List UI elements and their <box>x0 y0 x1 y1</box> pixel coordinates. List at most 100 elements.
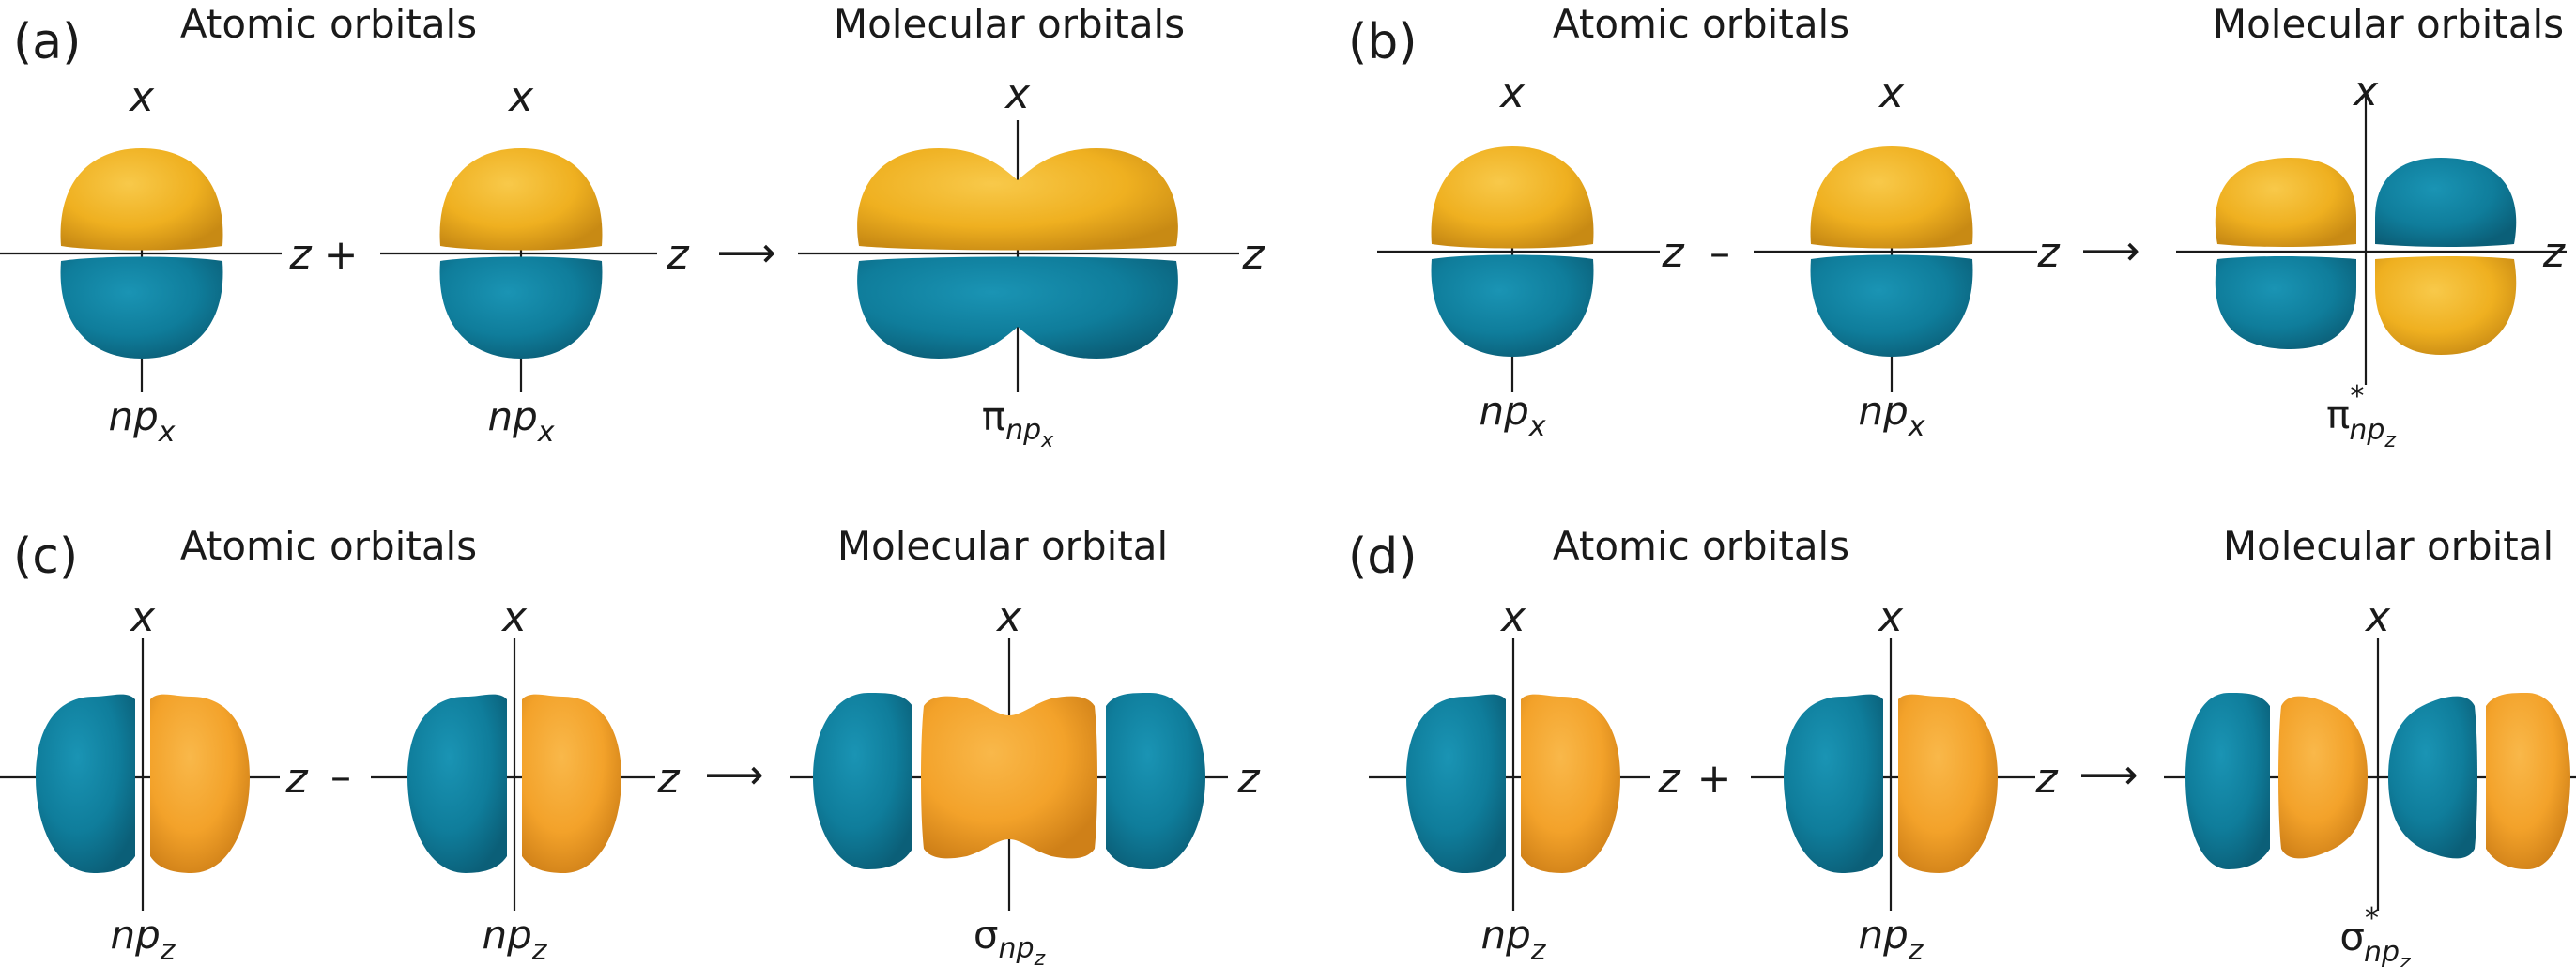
axis-x-label: x <box>995 593 1022 641</box>
ao2-label: npx <box>487 393 554 449</box>
mo-label: π*npz <box>2326 380 2396 453</box>
ao2-label: npz <box>1858 912 1924 967</box>
axis-z-label: z <box>284 755 308 803</box>
panel-b-operator: – <box>1710 229 1730 277</box>
panel-c-left-title: Atomic orbitals <box>180 523 477 569</box>
axis-x-label: x <box>128 73 155 121</box>
negative-lobe <box>1784 694 1883 873</box>
panel-a-ao1: x z npx <box>0 73 312 449</box>
panel-b-mo: x z π*npz <box>2176 68 2567 453</box>
bonding-positive-lobe <box>857 148 1178 251</box>
panel-b: (b) Atomic orbitals Molecular orbitals x… <box>1348 1 2567 453</box>
panel-a-ao2: x z npx <box>380 73 689 449</box>
lobe-3 <box>2388 696 2477 859</box>
lower-right-lobe <box>2375 256 2517 355</box>
positive-lobe <box>439 148 603 251</box>
panel-d-label: (d) <box>1348 529 1418 585</box>
axis-x-label: x <box>1877 593 1904 641</box>
panel-b-right-title: Molecular orbitals <box>2213 1 2564 47</box>
bonding-negative-lobe <box>857 256 1178 359</box>
panel-b-ao2: x z npx <box>1754 69 2060 443</box>
outer-left-lobe <box>813 693 912 869</box>
panel-a-arrow: ⟶ <box>716 229 775 277</box>
panel-c-label: (c) <box>13 529 78 585</box>
positive-lobe <box>1898 694 1998 873</box>
negative-lobe <box>439 256 603 359</box>
panel-a-right-title: Molecular orbitals <box>834 1 1185 47</box>
axis-x-label: x <box>500 593 528 641</box>
panel-a-mo: x z πnpx <box>798 70 1265 453</box>
mo-label: πnpx <box>982 393 1054 453</box>
central-bonding-lobe <box>921 696 1097 859</box>
panel-c-arrow: ⟶ <box>704 751 763 799</box>
panel-d-operator: + <box>1697 755 1732 803</box>
upper-left-lobe <box>2215 158 2356 247</box>
positive-lobe <box>522 694 621 873</box>
positive-lobe <box>1521 694 1620 873</box>
ao2-label: npx <box>1858 388 1924 443</box>
panel-a: (a) Atomic orbitals Molecular orbitals x… <box>0 1 1265 453</box>
ao1-label: npz <box>110 912 176 967</box>
panel-c: (c) Atomic orbitals Molecular orbital x … <box>0 523 1260 967</box>
axis-x-label: x <box>1878 69 1905 117</box>
axis-z-label: z <box>666 231 689 279</box>
ao1-label: npz <box>1480 912 1546 967</box>
panel-b-left-title: Atomic orbitals <box>1553 1 1849 47</box>
ao2-label: npz <box>482 912 547 967</box>
lobe-4 <box>2486 693 2570 869</box>
axis-z-label: z <box>1241 231 1265 279</box>
panel-c-mo: x z σnpz <box>790 593 1260 967</box>
negative-lobe <box>60 256 223 359</box>
negative-lobe <box>36 694 135 873</box>
axis-z-label: z <box>2036 229 2060 277</box>
axis-x-label: x <box>1004 70 1031 118</box>
panel-d-ao1: x z npz <box>1369 593 1680 967</box>
upper-right-lobe <box>2375 158 2517 247</box>
panel-a-operator: + <box>324 231 359 279</box>
positive-lobe <box>60 148 223 251</box>
axis-z-label: z <box>2034 755 2058 803</box>
axis-x-label: x <box>129 593 156 641</box>
axis-z-label: z <box>1236 755 1260 803</box>
axis-x-label: x <box>507 73 534 121</box>
ao1-label: npx <box>1479 388 1545 443</box>
axis-z-label: z <box>656 755 680 803</box>
positive-lobe <box>150 694 250 873</box>
positive-lobe <box>1810 146 1973 249</box>
negative-lobe <box>407 694 507 873</box>
panel-b-label: (b) <box>1348 14 1418 70</box>
axis-x-label: x <box>2364 593 2391 641</box>
panel-a-label: (a) <box>13 14 81 70</box>
outer-right-lobe <box>1106 693 1205 869</box>
positive-lobe <box>1431 146 1594 249</box>
panel-d-arrow: ⟶ <box>2078 751 2138 799</box>
panel-c-operator: – <box>330 753 351 801</box>
mo-label: σ*npz <box>2339 902 2411 967</box>
panel-d: (d) Atomic orbitals Molecular orbital x … <box>1348 523 2576 967</box>
lobe-2 <box>2278 696 2368 859</box>
axis-x-label: x <box>1499 593 1526 641</box>
panel-a-left-title: Atomic orbitals <box>180 1 477 47</box>
panel-d-left-title: Atomic orbitals <box>1553 523 1849 569</box>
negative-lobe <box>1810 254 1973 357</box>
mo-label: σnpz <box>974 912 1046 967</box>
axis-z-label: z <box>288 231 312 279</box>
panel-c-right-title: Molecular orbital <box>837 523 1168 569</box>
axis-x-label: x <box>1498 69 1526 117</box>
panel-d-right-title: Molecular orbital <box>2223 523 2553 569</box>
axis-x-label: x <box>2352 68 2379 115</box>
axis-z-label: z <box>1661 229 1684 277</box>
panel-b-arrow: ⟶ <box>2080 227 2139 275</box>
ao1-label: npx <box>108 393 175 449</box>
axis-z-label: z <box>1657 755 1680 803</box>
negative-lobe <box>1431 254 1594 357</box>
lobe-1 <box>2185 693 2270 869</box>
panel-d-mo: x σ*npz <box>2164 593 2576 967</box>
panel-c-ao1: x z npz <box>0 593 308 967</box>
panel-c-ao2: x z npz <box>371 593 680 967</box>
panel-b-ao1: x z npx <box>1377 69 1684 443</box>
axis-z-label: z <box>2542 229 2566 277</box>
lower-left-lobe <box>2215 256 2356 349</box>
negative-lobe <box>1406 694 1506 873</box>
